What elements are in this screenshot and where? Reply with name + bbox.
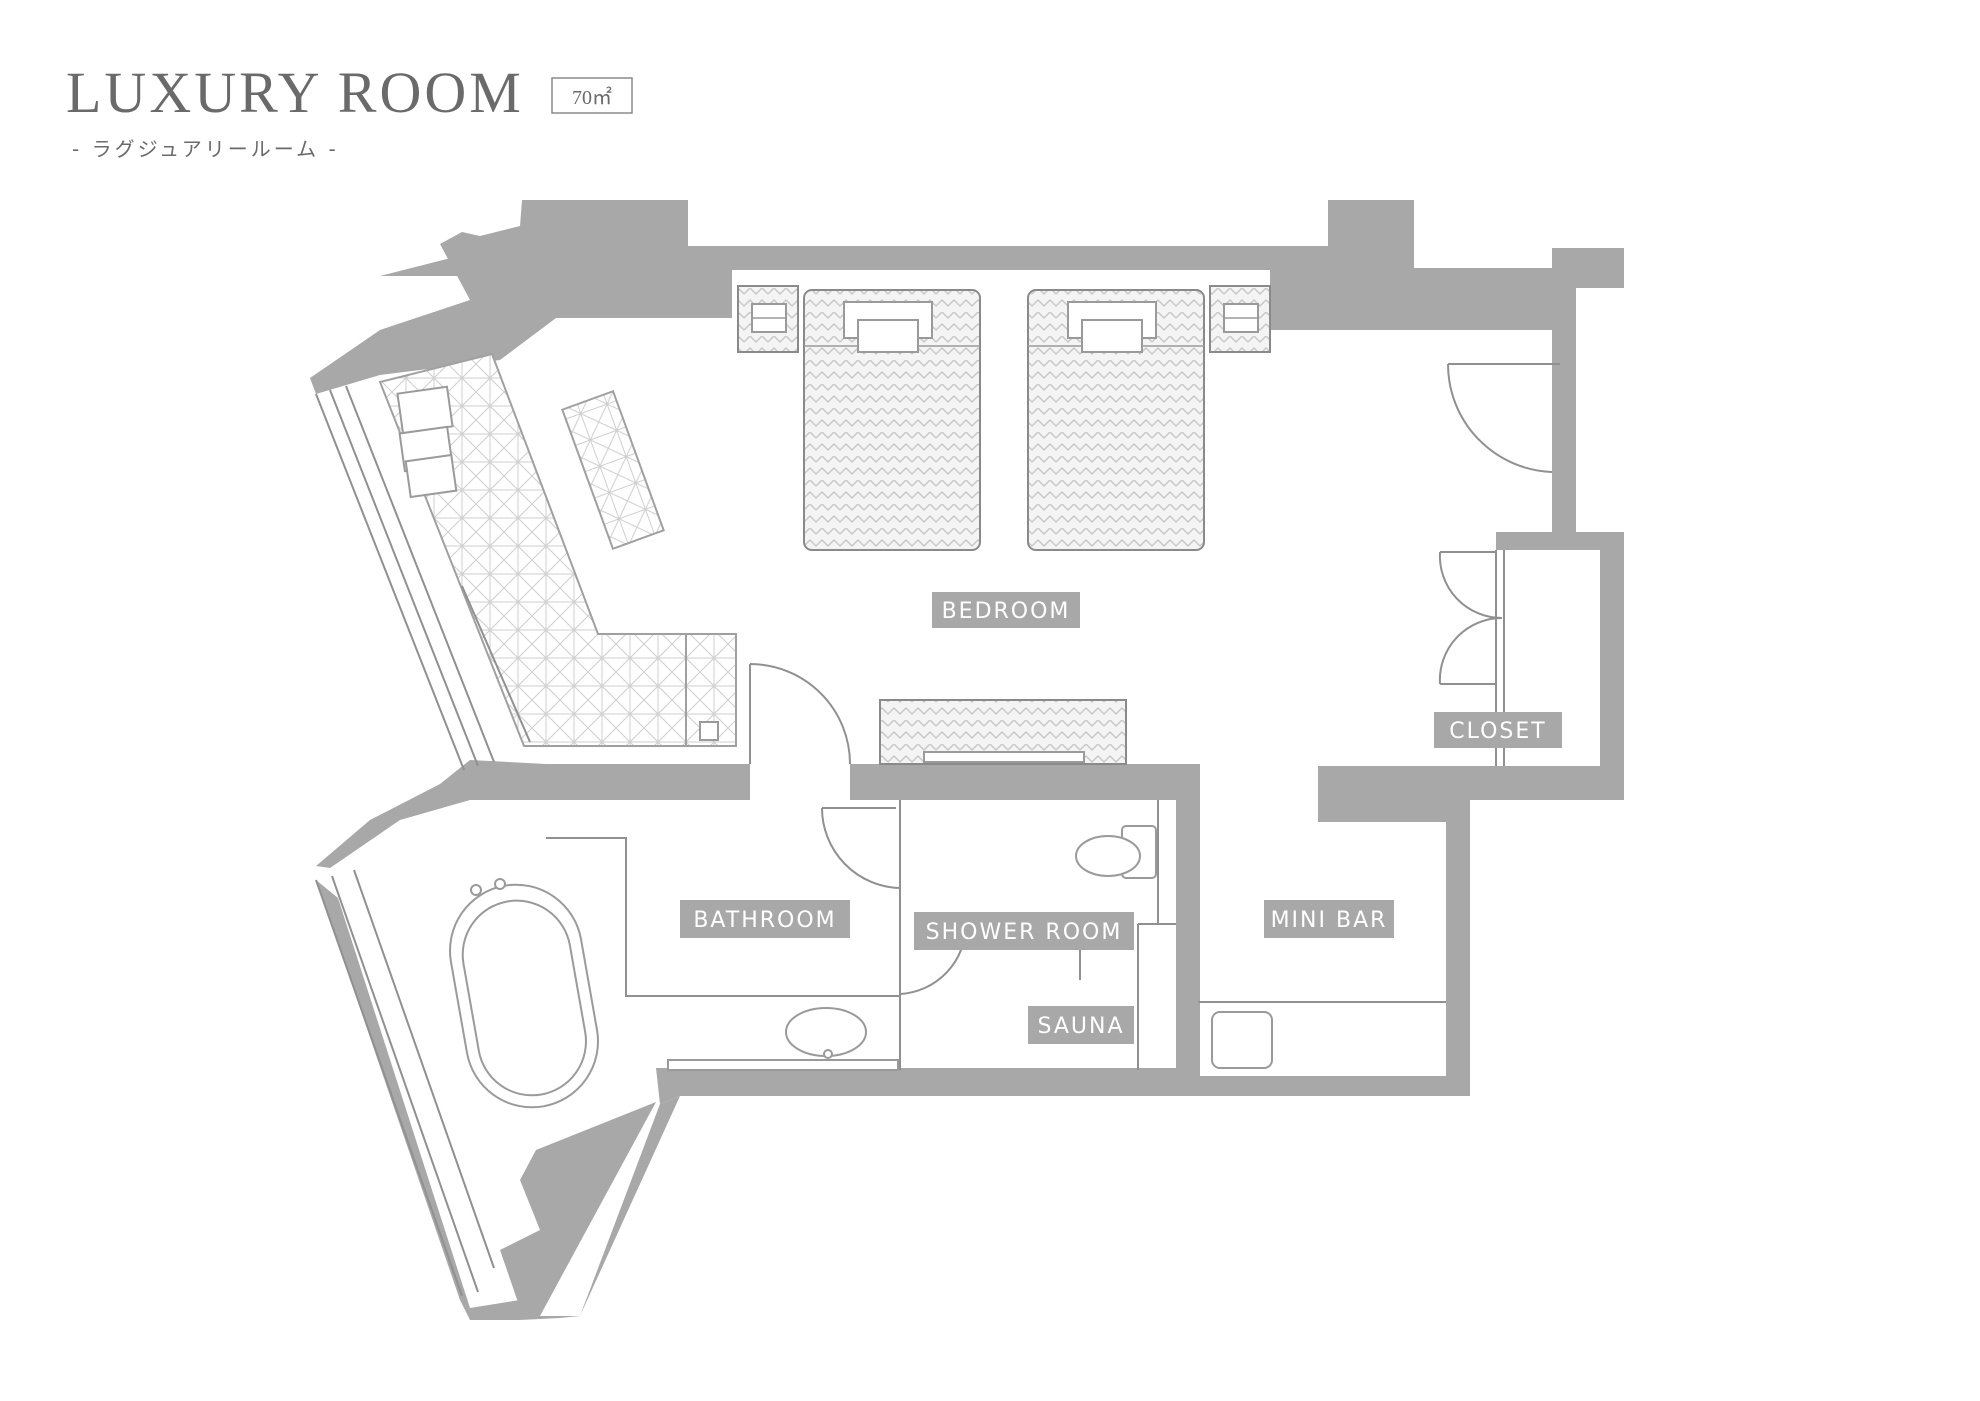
bathroom-label-box [680, 900, 850, 938]
pillow [857, 319, 919, 353]
area-box [551, 77, 633, 114]
fridge [1211, 1011, 1273, 1069]
room-labels: BEDROOM CLOSET BATHROOM SHOWER ROOM SAUN… [680, 592, 1562, 1044]
pillow [1081, 319, 1143, 353]
bath-furniture [449, 800, 1446, 1109]
walls [310, 200, 1624, 1320]
bed-right [1027, 289, 1205, 551]
closet-label: CLOSET [1449, 719, 1546, 744]
tv [923, 751, 1085, 763]
sink-icon [785, 1007, 867, 1057]
shower-room-label: SHOWER ROOM [926, 920, 1123, 945]
room-subtitle: - ラグジュアリールーム - [72, 137, 339, 161]
sauna-label-box [1028, 1006, 1134, 1044]
mini-bar-label: MINI BAR [1271, 908, 1388, 933]
closet-label-box [1434, 712, 1562, 748]
bedroom-label-box [932, 592, 1080, 628]
bedroom-label: BEDROOM [942, 599, 1071, 624]
ottoman [561, 389, 665, 551]
cushion [404, 453, 458, 499]
toilet-icon [1075, 835, 1141, 877]
title-block: LUXURY ROOM 70㎡ - ラグジュアリールーム - [66, 60, 633, 161]
lamp-icon [699, 721, 719, 741]
room-title: LUXURY ROOM [66, 60, 524, 125]
room-area: 70㎡ [572, 85, 612, 109]
vanity-counter [667, 1059, 899, 1071]
mini-bar-label-box [1264, 900, 1394, 938]
bedroom-furniture [378, 285, 1271, 765]
windows [315, 385, 495, 1297]
bed-left [803, 289, 981, 551]
sauna-label: SAUNA [1037, 1014, 1124, 1039]
bathroom-label: BATHROOM [693, 908, 836, 933]
shower-room-label-box [914, 912, 1134, 950]
